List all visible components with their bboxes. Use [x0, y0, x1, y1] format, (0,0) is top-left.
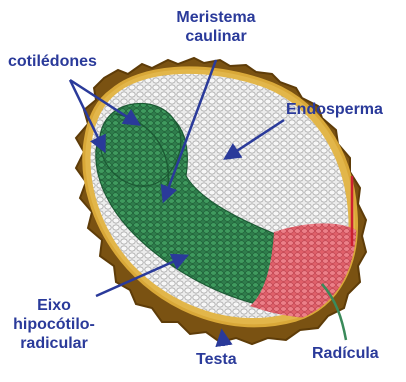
label-meristema-line-2: caulinar — [160, 27, 272, 46]
label-endosperma: Endosperma — [286, 100, 383, 119]
label-eixo-line-3: radicular — [2, 334, 106, 353]
label-eixo-hipocotilo-radicular: Eixo hipocótilo- radicular — [2, 296, 106, 353]
label-meristema-caulinar: Meristema caulinar — [160, 8, 272, 46]
label-cotiledones: cotilédones — [8, 52, 97, 71]
label-testa: Testa — [196, 350, 237, 369]
label-radicula: Radícula — [312, 344, 379, 363]
label-eixo-line-2: hipocótilo- — [2, 315, 106, 334]
label-eixo-line-1: Eixo — [2, 296, 106, 315]
label-meristema-line-1: Meristema — [160, 8, 272, 27]
